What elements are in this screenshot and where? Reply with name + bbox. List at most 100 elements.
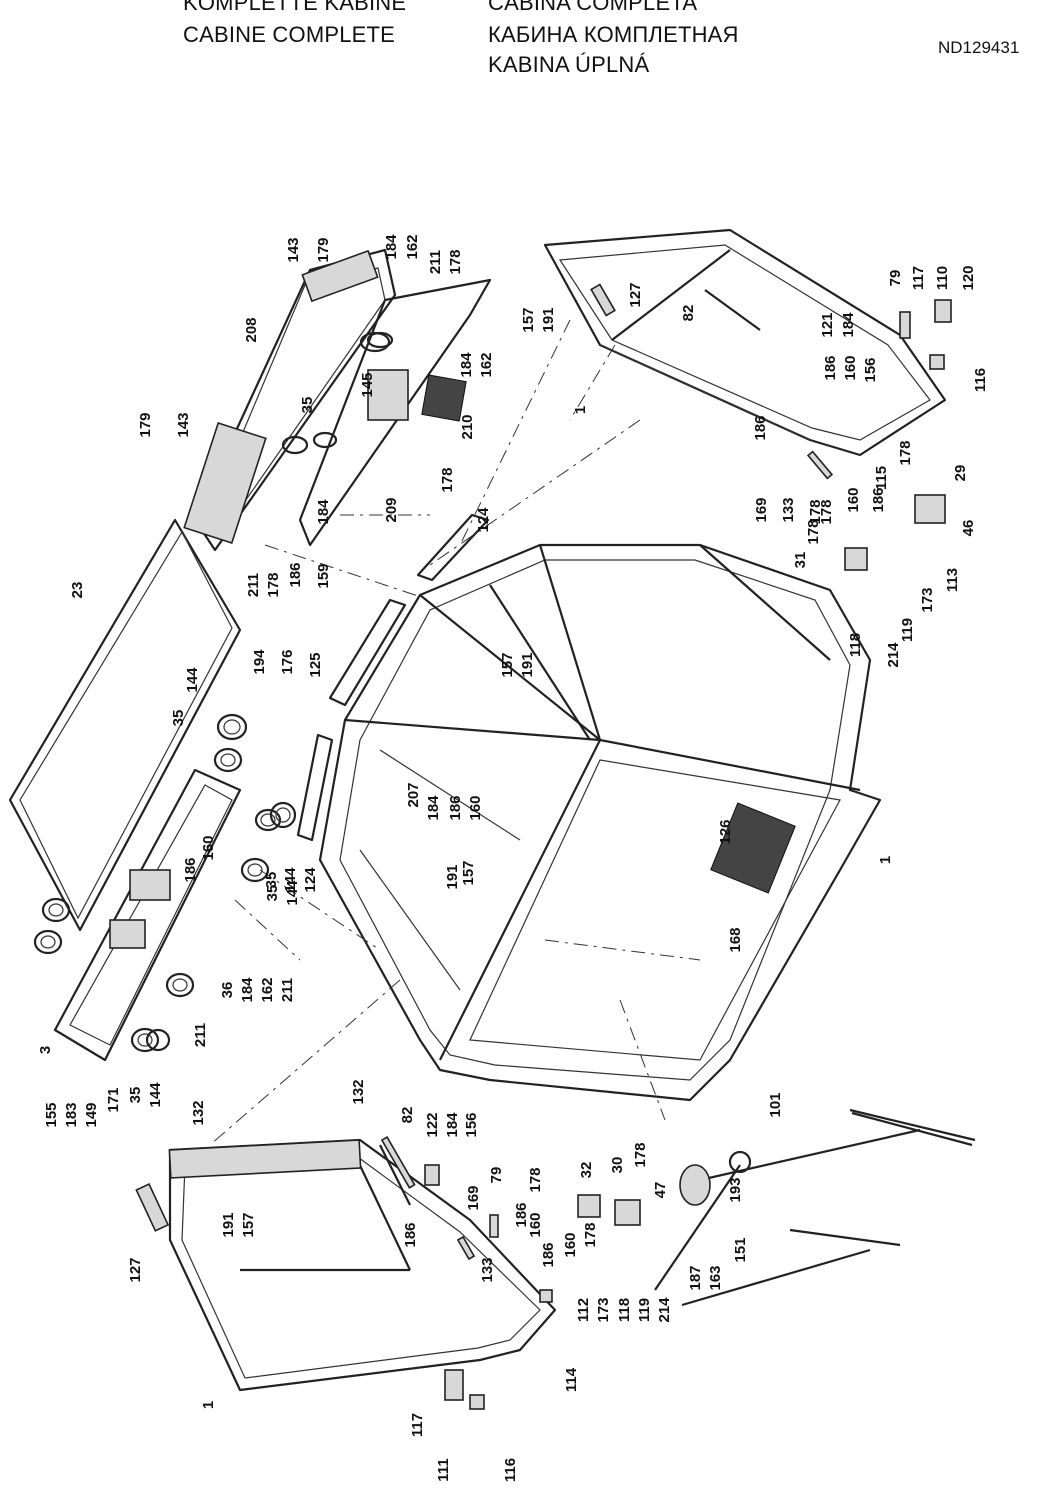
callout-178: 178	[897, 440, 914, 465]
callout-160: 160	[845, 487, 862, 512]
callout-144: 144	[282, 867, 299, 893]
callout-168: 168	[727, 927, 744, 952]
callout-35: 35	[170, 710, 187, 727]
callout-178: 178	[805, 519, 822, 544]
callout-183: 183	[63, 1102, 80, 1127]
callout-186: 186	[540, 1242, 557, 1267]
callout-101: 101	[767, 1092, 784, 1117]
roof-panel	[8, 518, 242, 932]
callout-169: 169	[465, 1185, 482, 1210]
callout-184: 184	[444, 1112, 461, 1138]
callout-178: 178	[439, 467, 456, 492]
callout-186: 186	[182, 857, 199, 882]
callout-191: 191	[540, 307, 557, 332]
callout-194: 194	[251, 649, 268, 675]
callout-159: 159	[315, 563, 332, 588]
callout-79: 79	[887, 270, 904, 287]
callout-211: 211	[245, 573, 262, 597]
callout-191: 191	[220, 1212, 237, 1237]
callout-114: 114	[563, 1367, 580, 1392]
callout-111: 111	[435, 1458, 452, 1481]
callout-122: 122	[424, 1112, 441, 1137]
title-italian: CABINA COMPLETA	[488, 0, 698, 15]
callout-1: 1	[877, 856, 894, 864]
callout-187: 187	[687, 1265, 704, 1290]
callout-1: 1	[200, 1401, 217, 1409]
callout-160: 160	[562, 1232, 579, 1257]
callout-207: 207	[405, 782, 422, 807]
callout-121: 121	[819, 312, 836, 337]
callout-30: 30	[609, 1157, 626, 1174]
callout-184: 184	[239, 977, 256, 1003]
callout-208: 208	[243, 317, 260, 342]
callout-79: 79	[488, 1167, 505, 1184]
callout-110: 110	[934, 266, 951, 290]
title-german: KOMPLETTE KABINE	[183, 0, 407, 15]
callout-120: 120	[960, 265, 977, 290]
callout-119: 119	[899, 618, 916, 642]
inner-roof-panel	[298, 278, 492, 547]
callout-184: 184	[315, 499, 332, 525]
callout-143: 143	[175, 412, 192, 437]
callout-35: 35	[264, 885, 281, 902]
callout-178: 178	[265, 572, 282, 597]
callout-112: 112	[575, 1298, 592, 1322]
callout-113: 113	[944, 568, 961, 592]
callout-191: 191	[444, 864, 461, 889]
callout-160: 160	[467, 795, 484, 820]
callout-124: 124	[302, 867, 319, 893]
callout-169: 169	[753, 497, 770, 522]
callout-35: 35	[263, 872, 280, 889]
callout-162: 162	[259, 977, 276, 1002]
callout-149: 149	[83, 1102, 100, 1127]
callout-143: 143	[285, 237, 302, 262]
callout-144: 144	[147, 1082, 164, 1108]
callout-47: 47	[652, 1182, 669, 1199]
callout-3: 3	[37, 1046, 54, 1054]
wiper-assembly	[654, 1108, 976, 1307]
callout-160: 160	[527, 1212, 544, 1237]
callout-173: 173	[919, 587, 936, 612]
callout-214: 214	[656, 1297, 673, 1323]
callout-171: 171	[105, 1087, 122, 1112]
callout-82: 82	[399, 1107, 416, 1124]
title-czech: KABINA ÚPLNÁ	[488, 52, 650, 77]
air-duct	[53, 768, 242, 1062]
callout-186: 186	[822, 355, 839, 380]
callout-178: 178	[632, 1142, 649, 1167]
callout-184: 184	[425, 795, 442, 821]
seal-rings	[33, 331, 391, 1053]
callout-133: 133	[479, 1257, 496, 1282]
callout-117: 117	[409, 1413, 426, 1437]
callout-184: 184	[383, 234, 400, 260]
seal-strips	[296, 513, 490, 842]
callout-178: 178	[447, 249, 464, 274]
callout-35: 35	[299, 397, 316, 414]
right-door	[543, 228, 947, 457]
callout-173: 173	[595, 1297, 612, 1322]
callout-46: 46	[960, 520, 977, 537]
callout-82: 82	[680, 305, 697, 322]
callout-32: 32	[578, 1162, 595, 1179]
callout-162: 162	[404, 234, 421, 259]
callout-163: 163	[707, 1265, 724, 1290]
callout-193: 193	[727, 1177, 744, 1202]
callout-186: 186	[752, 415, 769, 440]
callout-186: 186	[513, 1202, 530, 1227]
callout-29: 29	[952, 465, 969, 482]
callout-132: 132	[350, 1079, 367, 1104]
callout-124: 124	[475, 507, 492, 533]
callout-211: 211	[192, 1023, 209, 1047]
callout-160: 160	[200, 835, 217, 860]
callout-186: 186	[287, 562, 304, 587]
callout-35: 35	[127, 1087, 144, 1104]
callout-144: 144	[284, 880, 301, 906]
callout-157: 157	[240, 1212, 257, 1237]
callout-156: 156	[463, 1112, 480, 1137]
callout-186: 186	[447, 795, 464, 820]
callout-127: 127	[127, 1257, 144, 1282]
callout-186: 186	[402, 1222, 419, 1247]
document-number: ND129431	[938, 38, 1020, 57]
callout-178: 178	[527, 1167, 544, 1192]
